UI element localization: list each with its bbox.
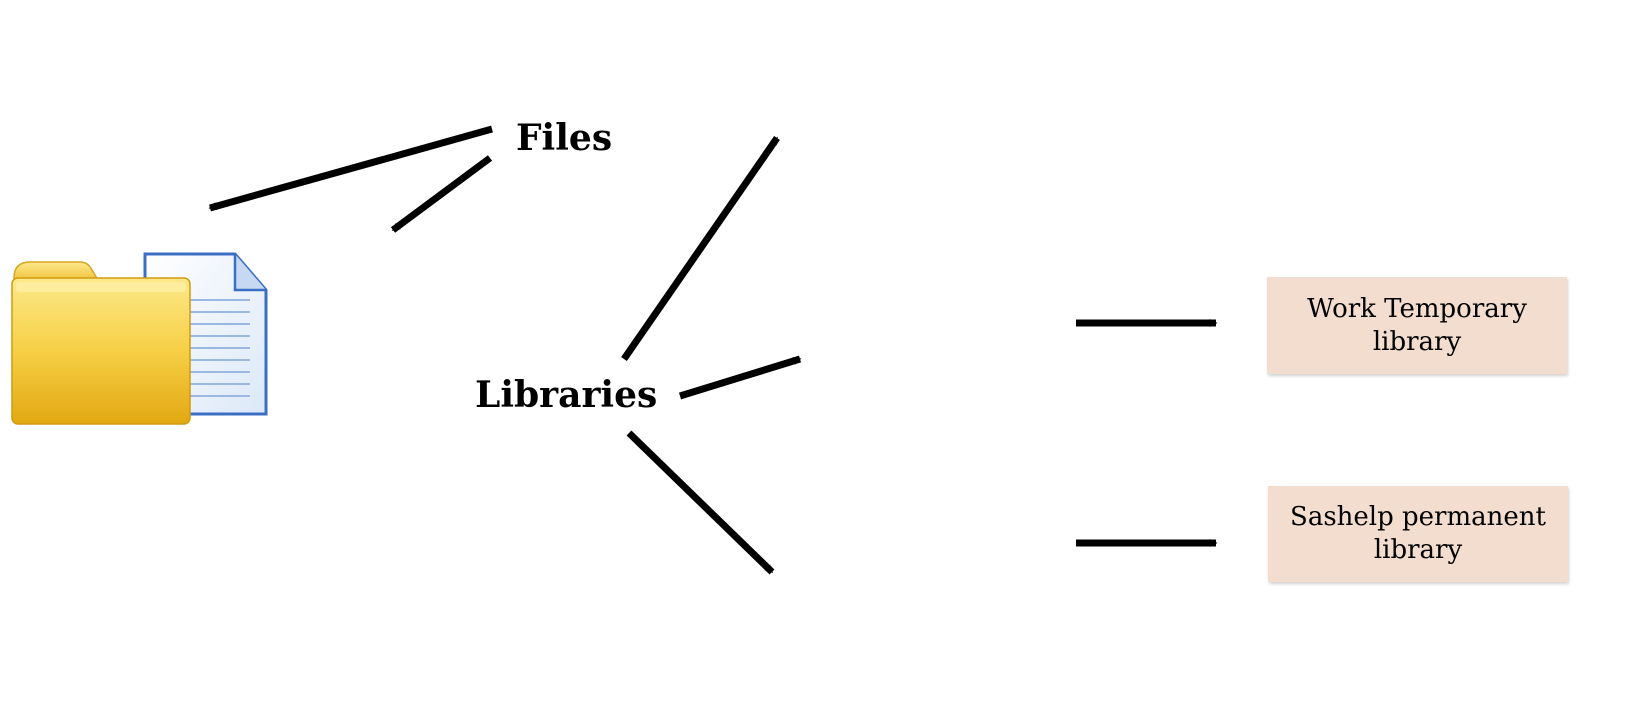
- sashelp-box-line1: Sashelp permanent: [1290, 502, 1546, 532]
- arrow-files-to-document: [390, 155, 493, 233]
- sashelp-box-line2: library: [1373, 535, 1463, 565]
- arrow-libraries-to-top-drawer: [621, 136, 780, 361]
- libraries-label: Libraries: [475, 374, 658, 416]
- arrow-files-to-folder: [208, 125, 493, 212]
- sashelp-permanent-library-box: Sashelp permanent library: [1268, 486, 1568, 582]
- arrow-libraries-to-sashelp-drawer: [626, 430, 775, 575]
- work-box-line2: library: [1372, 326, 1462, 357]
- files-label: Files: [516, 117, 613, 159]
- work-temporary-library-box: Work Temporary library: [1267, 277, 1567, 374]
- work-box-line1: Work Temporary: [1307, 293, 1527, 324]
- arrow-libraries-to-work-drawer: [678, 355, 802, 400]
- folder-document-icon: [11, 252, 268, 425]
